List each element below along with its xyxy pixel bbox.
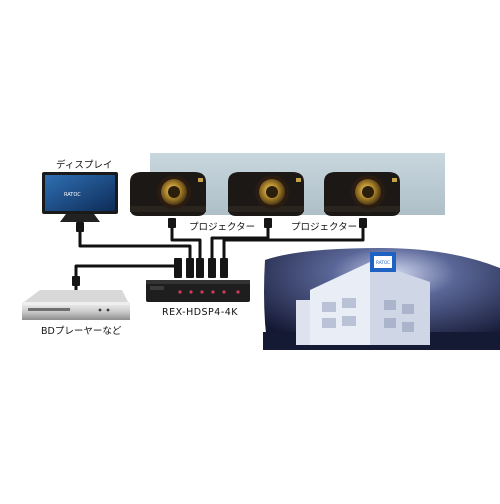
splitter-icon bbox=[146, 280, 250, 302]
booth-icon bbox=[263, 248, 500, 350]
splitter-plugs bbox=[174, 258, 228, 278]
booth-sign-logo: RATOC bbox=[376, 260, 390, 265]
cable-plugs bbox=[72, 218, 367, 286]
display-label: ディスプレイ bbox=[56, 160, 113, 171]
display-icon bbox=[42, 172, 118, 222]
projector-icon bbox=[324, 172, 400, 216]
projector-label-1: プロジェクター bbox=[189, 222, 256, 233]
projector-label-2: プロジェクター bbox=[291, 222, 358, 233]
display-brand-logo: RATOC bbox=[64, 192, 81, 198]
projector-icon bbox=[130, 172, 206, 216]
svg-text:RATOC: RATOC bbox=[376, 260, 390, 265]
bd-player-label: BDプレーヤーなど bbox=[41, 326, 122, 337]
bd-player-icon bbox=[22, 290, 130, 320]
model-label: REX-HDSP4-4K bbox=[162, 307, 239, 318]
projector-icon bbox=[228, 172, 304, 216]
svg-text:RATOC: RATOC bbox=[64, 192, 81, 198]
